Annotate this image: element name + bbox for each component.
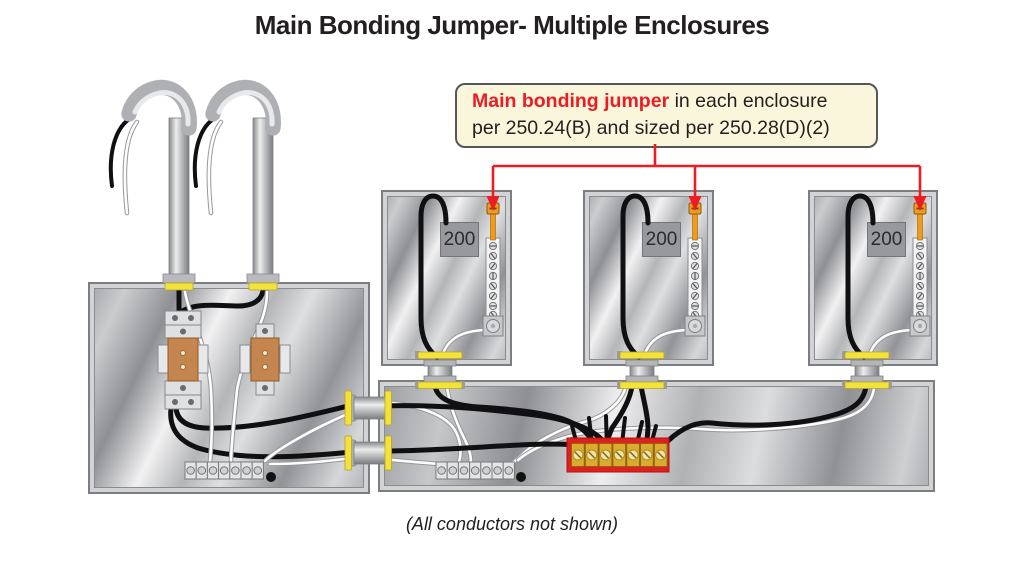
- callout-text-line2: per 250.24(B) and sized per 250.28(D)(2): [472, 117, 830, 139]
- wireway: [378, 380, 935, 492]
- service-mast-2: [195, 87, 279, 290]
- panel-enclosure-2: [583, 190, 714, 366]
- ct-cabinet: [88, 282, 370, 494]
- panel-rating-label-1: 200: [440, 222, 479, 257]
- callout-note: Main bonding jumper in each enclosure pe…: [455, 83, 878, 148]
- service-mast-1: [111, 87, 195, 290]
- page-title: Main Bonding Jumper- Multiple Enclosures: [254, 10, 770, 40]
- panel-rating-label-2: 200: [642, 222, 681, 257]
- panel-enclosure-3: [808, 190, 938, 366]
- panel-enclosure-1: [381, 190, 512, 366]
- callout-highlight: Main bonding jumper: [472, 90, 670, 112]
- caption: (All conductors not shown): [405, 514, 619, 534]
- callout-text: in each enclosure: [669, 90, 828, 112]
- panel-rating-label-3: 200: [867, 222, 906, 257]
